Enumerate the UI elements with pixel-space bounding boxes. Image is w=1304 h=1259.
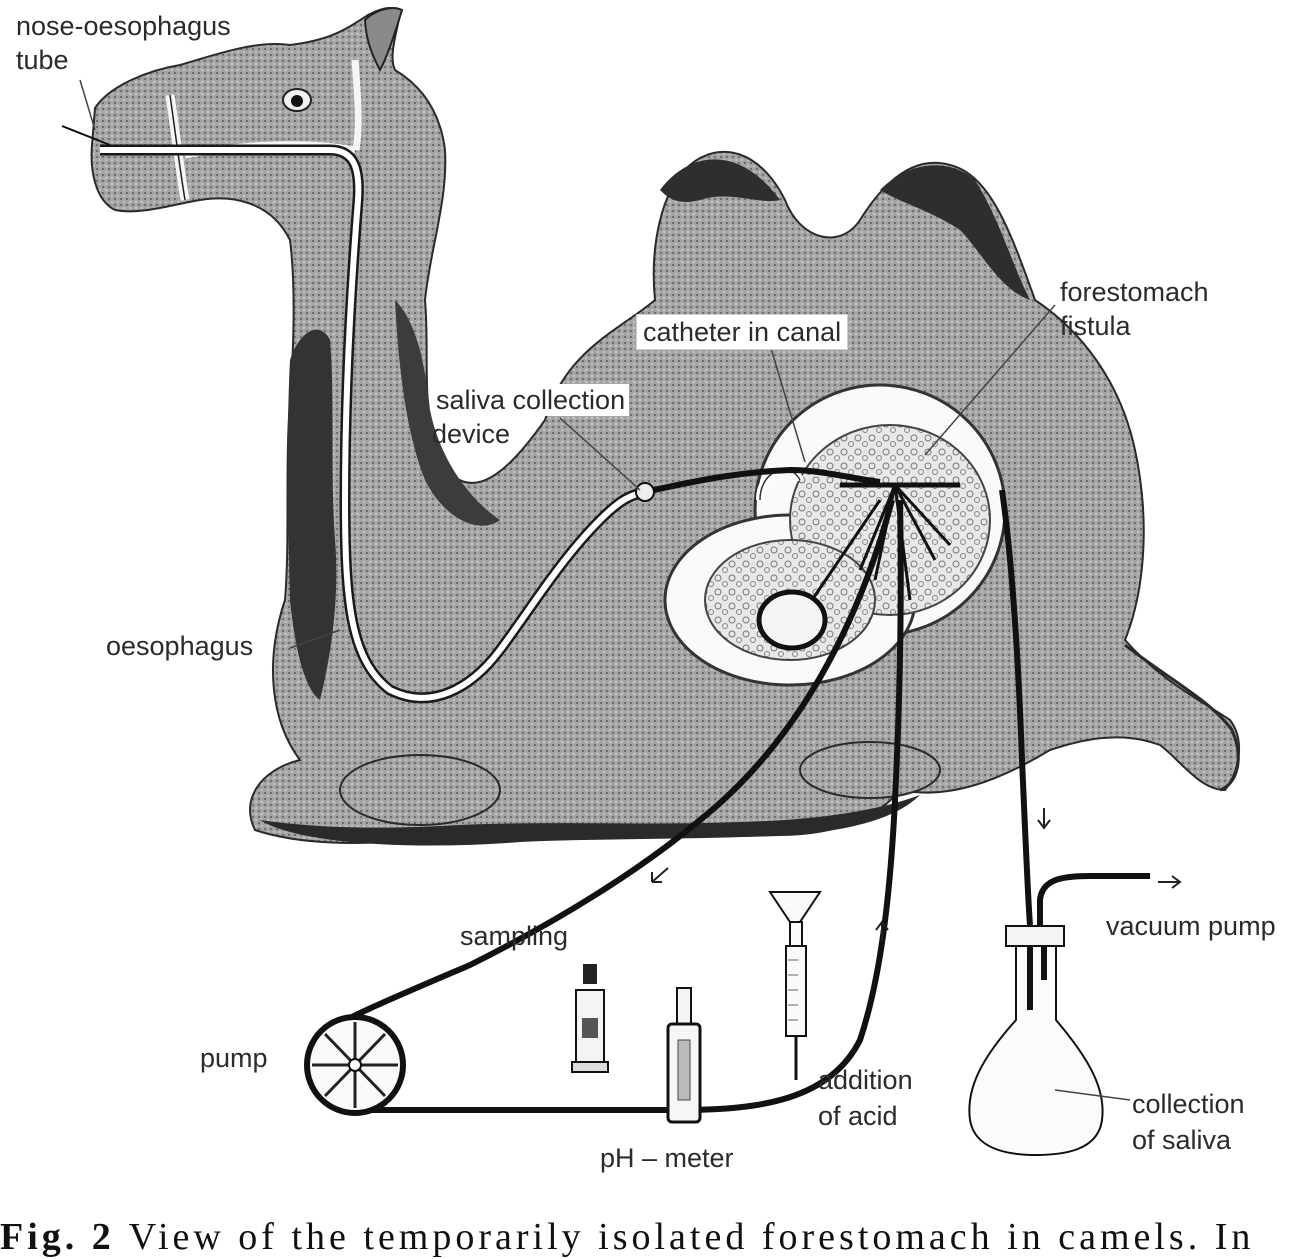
label-addition-of-acid: addition — [818, 1065, 913, 1095]
ph-meter — [666, 987, 702, 1124]
caption-figure-number: Fig. 2 — [0, 1216, 115, 1258]
label-catheter-in-canal: catheter in canal — [636, 314, 849, 351]
label-addition-of-acid-2: of acid — [818, 1101, 898, 1131]
collection-flask — [968, 925, 1104, 1157]
pump-wheel — [304, 1014, 406, 1116]
tubing — [61, 125, 1150, 1113]
leader-lines — [79, 79, 1131, 1101]
catheter-loop — [756, 589, 828, 651]
forestomach-organ — [663, 383, 1007, 687]
label-saliva-collection-device-2: device — [432, 419, 511, 449]
label-oesophagus: oesophagus — [106, 631, 254, 661]
label-sampling: sampling — [460, 921, 569, 951]
flow-arrows — [651, 808, 1182, 942]
label-collection-of-saliva: collection — [1132, 1089, 1245, 1119]
figure-caption: Fig. 2 View of the temporarily isolated f… — [0, 1215, 1254, 1259]
label-vacuum-pump: vacuum pump — [1106, 911, 1276, 941]
label-forestomach-fistula-2: fistula — [1060, 311, 1131, 341]
label-saliva-collection-device: saliva collection — [432, 384, 630, 417]
label-collection-of-saliva-2: of saliva — [1132, 1125, 1232, 1155]
label-nose-oesophagus-tube: nose-oesophagus — [16, 11, 231, 41]
saliva-collection-device — [635, 482, 655, 502]
label-ph-meter: pH – meter — [600, 1143, 734, 1173]
label-pump: pump — [200, 1043, 268, 1073]
caption-text: View of the temporarily isolated foresto… — [128, 1216, 1255, 1258]
camel-silhouette — [90, 7, 1241, 846]
label-forestomach-fistula: forestomach — [1060, 277, 1209, 307]
sampling-syringe — [571, 964, 609, 1073]
label-nose-oesophagus-tube-2: tube — [16, 45, 69, 75]
acid-burette — [768, 891, 822, 1080]
